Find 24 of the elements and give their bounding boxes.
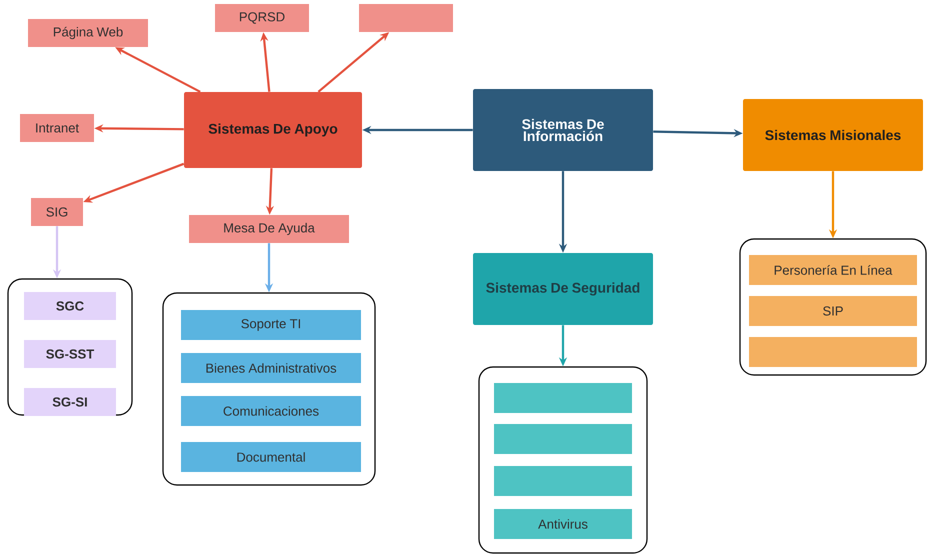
item-box: Antivirus bbox=[494, 508, 632, 539]
item-box: Página Web bbox=[28, 19, 148, 47]
item-box: SGC bbox=[24, 292, 116, 320]
item-box bbox=[494, 466, 632, 496]
system-box: Sistemas De Apoyo bbox=[184, 92, 362, 168]
item-box bbox=[494, 382, 632, 413]
item-box: SG-SI bbox=[24, 388, 116, 416]
item-box: Personería En Línea bbox=[749, 254, 917, 285]
system-box: Sistemas De Seguridad bbox=[473, 252, 653, 325]
system-box: Sistemas De Información bbox=[473, 89, 653, 171]
item-box bbox=[359, 4, 453, 32]
item-box: Soporte TI bbox=[181, 310, 361, 340]
item-box: Intranet bbox=[20, 114, 94, 142]
item-box: Documental bbox=[181, 442, 361, 472]
system-box: Sistemas Misionales bbox=[743, 99, 923, 171]
item-box bbox=[494, 424, 632, 454]
item-box: PQRSD bbox=[215, 4, 309, 32]
item-box: Bienes Administrativos bbox=[181, 352, 361, 383]
item-box: SG-SST bbox=[24, 340, 116, 368]
item-box bbox=[749, 336, 917, 367]
item-box: Comunicaciones bbox=[181, 396, 361, 426]
item-box: SIG bbox=[31, 198, 83, 226]
item-box: Mesa De Ayuda bbox=[189, 215, 349, 243]
item-box: SIP bbox=[749, 296, 917, 326]
